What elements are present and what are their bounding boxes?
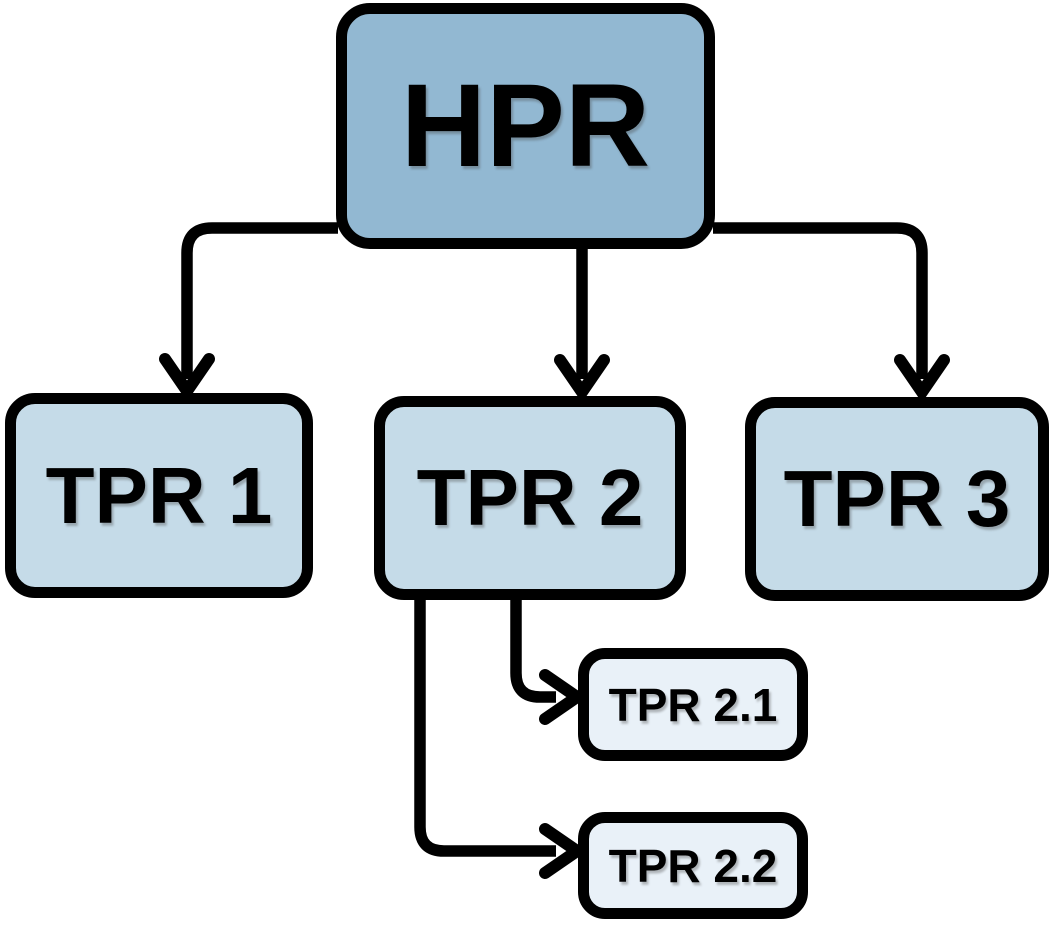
arrowhead-right-icon xyxy=(539,823,588,879)
node-tpr21-label: TPR 2.1 xyxy=(608,678,778,731)
node-tpr2-label: TPR 2 xyxy=(416,453,644,542)
node-tpr1-label: TPR 1 xyxy=(45,450,273,540)
arrowhead-down-icon xyxy=(894,354,950,403)
connector-tpr2-to-tpr22 xyxy=(414,594,588,879)
node-tpr2: TPR 2 xyxy=(374,396,686,600)
node-tpr1: TPR 1 xyxy=(5,393,313,598)
connector-hpr-to-tpr3 xyxy=(713,222,950,403)
node-tpr3: TPR 3 xyxy=(745,397,1049,601)
connector-hpr-to-tpr2 xyxy=(554,249,610,403)
node-tpr21: TPR 2.1 xyxy=(578,648,808,761)
connector-tpr2-to-tpr21 xyxy=(510,594,588,725)
arrowhead-down-icon xyxy=(554,354,610,403)
arrowhead-right-icon xyxy=(539,669,588,725)
node-tpr22-label: TPR 2.2 xyxy=(608,839,778,892)
node-hpr-label: HPR xyxy=(400,60,651,192)
arrowhead-down-icon xyxy=(159,353,215,402)
connector-hpr-to-tpr1 xyxy=(159,222,338,402)
node-tpr22: TPR 2.2 xyxy=(578,812,808,919)
node-tpr3-label: TPR 3 xyxy=(783,454,1011,543)
node-hpr: HPR xyxy=(336,3,715,249)
